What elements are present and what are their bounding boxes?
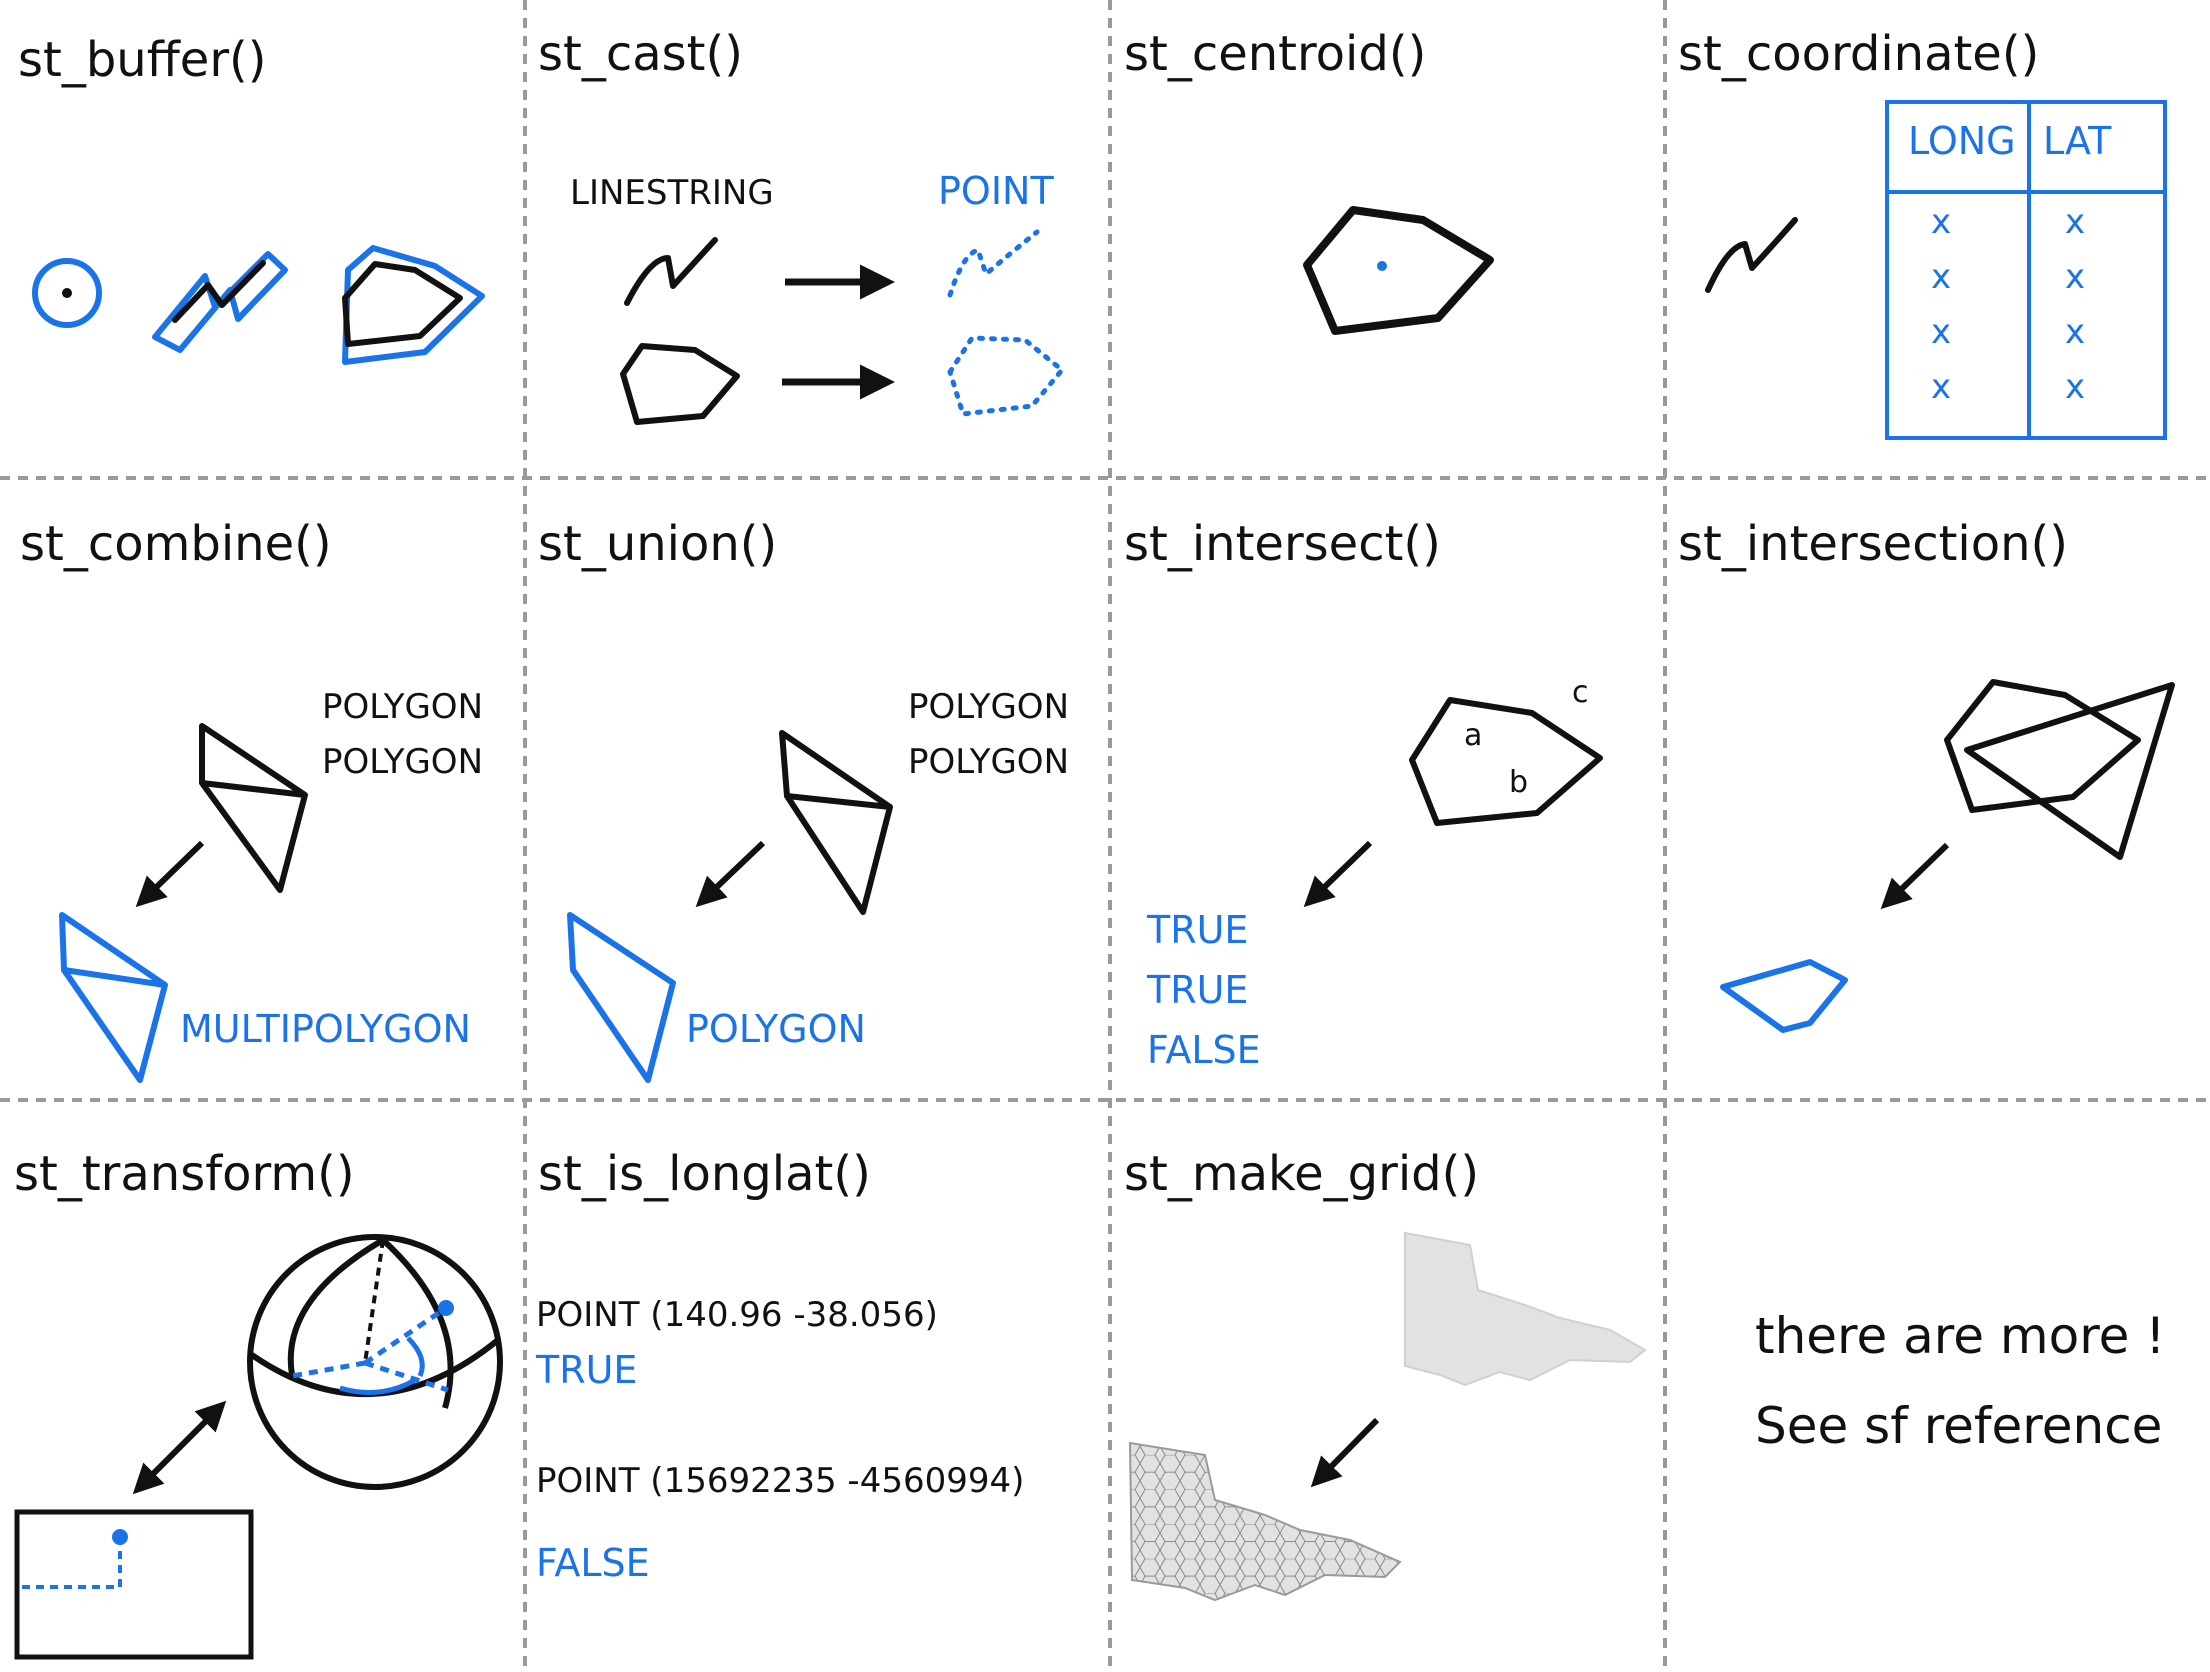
table-cell: x xyxy=(2065,367,2085,407)
result-value: FALSE xyxy=(536,1541,650,1585)
cell-title: st_union() xyxy=(538,516,777,572)
cell-st-buffer: st_buffer() xyxy=(18,32,485,365)
two-polygons-icon xyxy=(779,730,893,915)
table-cell: x xyxy=(1931,257,1951,297)
input-label: POLYGON xyxy=(908,687,1069,727)
projected-point-guides xyxy=(19,1537,122,1589)
cell-st-combine: st_combine() POLYGON POLYGON MULTIPOLYGO… xyxy=(20,516,483,1083)
coordinate-table xyxy=(1885,100,2167,440)
buffer-point-icon xyxy=(32,258,102,328)
geometry-text: POINT (15692235 -4560994) xyxy=(536,1461,1024,1501)
table-cell: x xyxy=(2065,257,2085,297)
hex-grid-map-icon xyxy=(1128,1441,1402,1602)
result-value: TRUE xyxy=(1146,908,1248,952)
polygon-b-icon xyxy=(1964,682,2175,860)
cell-st-intersection: st_intersection() xyxy=(1678,516,2175,1033)
cell-st-centroid: st_centroid() xyxy=(1124,26,1494,335)
multipolygon-icon xyxy=(59,912,168,1083)
cell-title: st_combine() xyxy=(20,516,332,572)
table-cell: x xyxy=(2065,202,2085,242)
column-header-lat: LAT xyxy=(2043,119,2112,163)
cell-title: st_centroid() xyxy=(1124,26,1426,82)
polygon-icon xyxy=(1409,697,1603,826)
output-label: MULTIPOLYGON xyxy=(180,1007,471,1051)
buffer-polygon-icon xyxy=(342,245,485,365)
more-note-line: See sf reference xyxy=(1755,1397,2162,1455)
victoria-map-icon xyxy=(1404,1231,1647,1387)
union-arrow xyxy=(695,840,766,908)
intersect-arrow xyxy=(1303,840,1373,908)
polygon-dotted-icon xyxy=(947,335,1066,417)
point-label: b xyxy=(1509,765,1528,800)
result-value: TRUE xyxy=(1146,968,1248,1012)
cell-title: st_make_grid() xyxy=(1124,1146,1479,1202)
polygon-icon xyxy=(567,912,676,1083)
table-cell: x xyxy=(1931,202,1951,242)
more-note-line: there are more ! xyxy=(1755,1307,2165,1365)
transform-arrow xyxy=(132,1400,227,1495)
table-cell: x xyxy=(2065,312,2085,352)
cell-st-is-longlat: st_is_longlat() POINT (140.96 -38.056) T… xyxy=(535,1146,1024,1585)
combine-arrow xyxy=(135,840,205,908)
cell-title: st_cast() xyxy=(538,26,743,82)
polygon-a-icon xyxy=(1944,679,2141,813)
result-value: TRUE xyxy=(535,1348,637,1392)
result-value: FALSE xyxy=(1147,1028,1261,1072)
input-label: POLYGON xyxy=(322,687,483,727)
table-cell: x xyxy=(1931,312,1951,352)
input-label: POLYGON xyxy=(322,742,483,782)
globe-point-dot xyxy=(438,1300,454,1316)
cell-st-intersect: st_intersect() a b c TRUE TRUE FALSE xyxy=(1124,516,1603,1072)
cell-st-union: st_union() POLYGON POLYGON POLYGON xyxy=(538,516,1069,1083)
cast-to-label: POINT xyxy=(938,169,1054,213)
globe-angle-marks xyxy=(291,1305,449,1395)
table-cell: x xyxy=(1931,367,1951,407)
points-dotted-icon xyxy=(947,229,1040,298)
intersection-arrow xyxy=(1880,842,1950,910)
column-header-long: LONG xyxy=(1908,119,2016,163)
output-label: POLYGON xyxy=(686,1007,866,1051)
two-polygons-icon xyxy=(199,723,308,893)
linestring-icon xyxy=(1705,217,1798,293)
linestring-icon xyxy=(624,237,718,306)
cell-title: st_buffer() xyxy=(18,32,267,88)
point-label: c xyxy=(1572,675,1589,710)
geometry-text: POINT (140.96 -38.056) xyxy=(536,1295,938,1335)
buffer-line-icon xyxy=(152,251,288,353)
polygon-icon xyxy=(620,343,740,425)
make-grid-arrow xyxy=(1310,1417,1380,1488)
cell-st-transform: st_transform() xyxy=(14,1146,503,1660)
polygon-icon xyxy=(1303,206,1494,335)
cell-title: st_intersect() xyxy=(1124,516,1441,572)
cell-title: st_coordinate() xyxy=(1678,26,2039,82)
projected-plane-icon xyxy=(14,1509,254,1660)
point-label: a xyxy=(1464,718,1482,753)
cell-st-cast: st_cast() LINESTRING POINT xyxy=(538,26,1066,425)
cell-st-make-grid: st_make_grid() xyxy=(1124,1146,1647,1602)
cell-more: there are more ! See sf reference xyxy=(1755,1307,2165,1455)
projected-point-dot xyxy=(112,1529,128,1545)
intersection-result-icon xyxy=(1720,959,1848,1033)
cast-from-label: LINESTRING xyxy=(570,173,774,213)
cell-title: st_is_longlat() xyxy=(538,1146,871,1202)
cell-title: st_transform() xyxy=(14,1146,355,1202)
input-label: POLYGON xyxy=(908,742,1069,782)
globe-icon xyxy=(247,1234,503,1490)
cell-st-coordinate: st_coordinate() LONG LAT x x x x x x x x xyxy=(1678,26,2167,440)
centroid-dot xyxy=(1377,261,1387,271)
cell-title: st_intersection() xyxy=(1678,516,2068,572)
